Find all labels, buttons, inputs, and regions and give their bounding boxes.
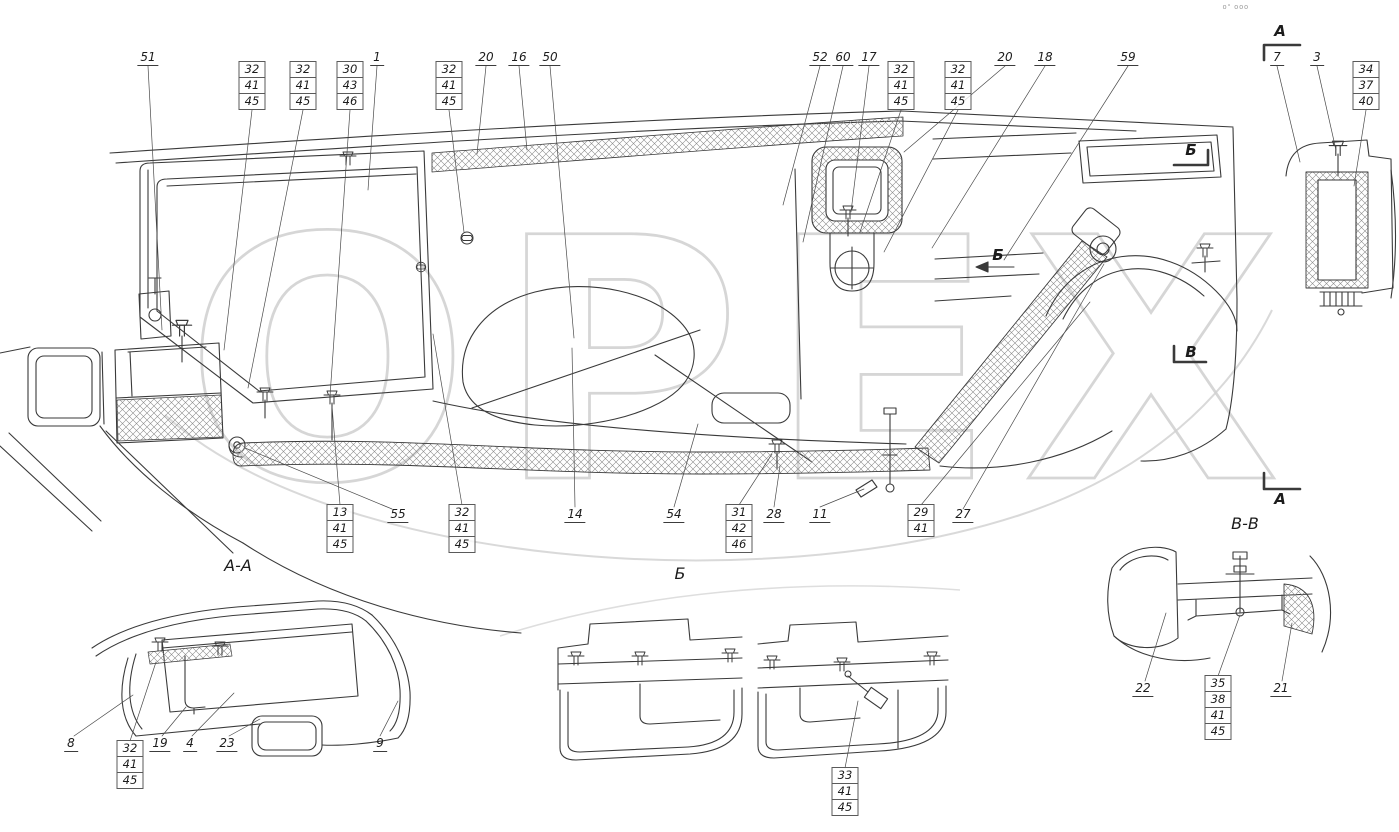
detail-a-a [91,600,411,757]
section-cut-marks [1172,43,1302,491]
sill-insulation-strip [232,407,931,498]
door-frame-panel [139,150,474,441]
right-cab-structure [932,127,1238,469]
corner-mark: о° ооо [1222,4,1249,11]
roof-insulation-band [431,116,904,173]
drain-duct [914,207,1121,464]
watermark-text: ОРЕХ [185,168,1306,558]
leader-lines [73,65,1367,769]
detail-b-right [757,621,949,759]
watermark-swoosh-2 [499,585,961,637]
right-side-detail [1285,139,1397,316]
hook-clip [855,479,878,498]
front-fender [0,346,522,634]
vent-opening [811,146,903,292]
mat-outline [461,286,695,427]
detail-b-left [557,618,743,761]
detail-v-v [1107,546,1332,662]
floor-and-mat [432,168,907,463]
view-arrow-b [975,261,1015,273]
watermark: ОРЕХ [164,167,1306,637]
